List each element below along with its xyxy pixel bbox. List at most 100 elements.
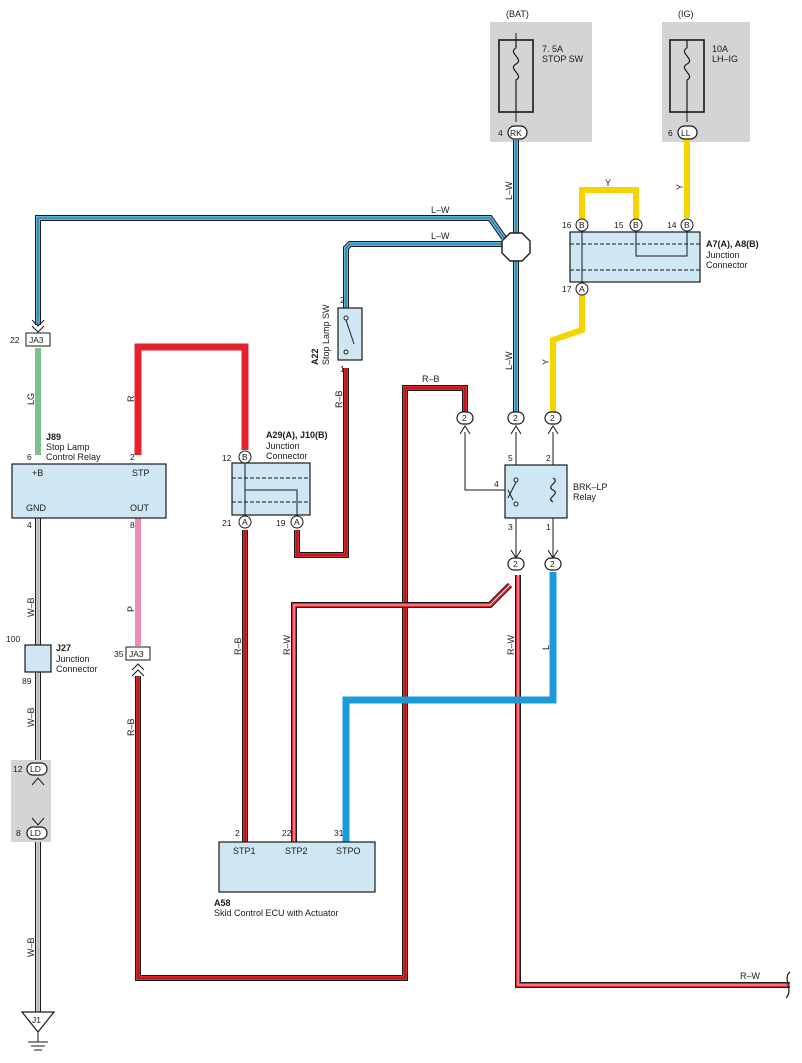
a22-pin2: 2 — [340, 295, 345, 305]
fuse-icon — [512, 40, 520, 112]
label-lg: LG — [26, 393, 36, 405]
a58-name: Skid Control ECU with Actuator — [214, 908, 339, 918]
stop-lamp-control-relay-j89: +B STP GND OUT 6 2 4 8 J89 Stop Lamp Con… — [11, 432, 167, 530]
svg-text:B: B — [684, 220, 690, 230]
svg-text:2: 2 — [550, 559, 555, 569]
svg-text:A: A — [294, 517, 300, 527]
wire-rw — [291, 575, 790, 988]
a58-id: A58 — [214, 898, 231, 908]
svg-text:A: A — [579, 284, 585, 294]
fuse-icon — [683, 40, 691, 112]
relay-pin1: 1 — [546, 522, 551, 532]
label-rb-4: R–B — [126, 718, 136, 736]
j89-pin2: 2 — [130, 452, 135, 462]
a29-pin21: 21 — [222, 518, 232, 528]
bat-fuse-name: STOP SW — [542, 54, 584, 64]
label-l: L — [541, 645, 551, 650]
wire-r — [134, 343, 249, 455]
svg-text:8: 8 — [16, 828, 21, 838]
j89-pin4: 4 — [27, 520, 32, 530]
ground-id: J1 — [32, 1015, 41, 1025]
svg-text:JA3: JA3 — [29, 335, 44, 345]
a58-term-stpo: STPO — [336, 846, 361, 856]
label-rw-2: R–W — [506, 634, 516, 655]
a29-pins: B A A — [238, 450, 304, 529]
svg-text:35: 35 — [114, 649, 124, 659]
ig-fuse-block: (IG) 10A LH–IG — [662, 9, 750, 142]
svg-text:LD: LD — [30, 764, 41, 774]
break-mark — [785, 971, 791, 999]
relay-pin5: 5 — [508, 453, 513, 463]
wire-labels: L–W L–W L–W L–W Y Y Y LG R R–B R–B R–B R… — [26, 178, 761, 981]
relay-name1: BRK–LP — [573, 482, 608, 492]
svg-text:6: 6 — [668, 128, 673, 138]
ig-label: (IG) — [678, 9, 694, 19]
bat-fuse-amp: 7. 5A — [542, 44, 563, 54]
bat-fuse-block: (BAT) 7. 5A STOP SW — [490, 9, 592, 142]
wire-y-ig — [550, 140, 690, 470]
a22-id: A22 — [310, 348, 320, 365]
label-wb-2: W–B — [26, 707, 36, 727]
stop-lamp-switch-a22: 2 1 A22 Stop Lamp SW — [310, 295, 363, 374]
svg-text:LL: LL — [681, 128, 691, 138]
conn-ja3-top: JA3 22 — [10, 319, 51, 347]
j89-term-stp: STP — [132, 468, 150, 478]
conn-ja3-bot: JA3 35 — [114, 646, 151, 677]
label-rw-3: R–W — [740, 971, 761, 981]
j89-term-b: +B — [32, 468, 43, 478]
a58-pin31: 31 — [334, 828, 344, 838]
junction-connector-a7: A7(A), A8(B) Junction Connector — [569, 231, 759, 283]
relay-name2: Relay — [573, 492, 597, 502]
label-rb-3: R–B — [233, 637, 243, 655]
label-y-1: Y — [605, 178, 611, 188]
svg-text:15: 15 — [614, 220, 624, 230]
svg-text:2: 2 — [513, 559, 518, 569]
svg-text:14: 14 — [667, 220, 677, 230]
j89-term-out: OUT — [130, 503, 150, 513]
conn-rk: RK 4 — [498, 125, 528, 140]
coil-icon — [550, 477, 556, 503]
label-r: R — [126, 395, 136, 402]
svg-text:B: B — [633, 220, 639, 230]
conn-2-top: 2 2 2 — [456, 411, 562, 435]
svg-text:B: B — [579, 220, 585, 230]
svg-text:LD: LD — [30, 828, 41, 838]
label-lw-2: L–W — [431, 231, 450, 241]
j27-name2: Connector — [56, 664, 98, 674]
conn-ll: LL 6 — [668, 125, 698, 140]
a29-pin12: 12 — [222, 453, 232, 463]
a7-id: A7(A), A8(B) — [706, 239, 759, 249]
j89-term-gnd: GND — [26, 503, 47, 513]
a58-term-stp2: STP2 — [285, 846, 308, 856]
a22-pin1: 1 — [340, 364, 345, 374]
junction-connector-a29: A29(A), J10(B) Junction Connector 12 21 … — [222, 430, 328, 528]
label-rb-2: R–B — [334, 390, 344, 408]
ground-icon — [28, 1032, 48, 1051]
svg-text:16: 16 — [562, 220, 572, 230]
junction-connector-j27: J27 Junction Connector 100 89 — [6, 634, 98, 686]
svg-text:RK: RK — [510, 128, 522, 138]
j27-id: J27 — [56, 643, 71, 653]
label-p: P — [126, 606, 136, 612]
a58-pin22: 22 — [282, 828, 292, 838]
j89-pin6: 6 — [27, 452, 32, 462]
j89-pin8: 8 — [130, 520, 135, 530]
a58-term-stp1: STP1 — [233, 846, 256, 856]
label-lw-1: L–W — [431, 205, 450, 215]
svg-text:2: 2 — [550, 413, 555, 423]
relay-pin4: 4 — [494, 479, 499, 489]
ig-fuse-amp: 10A — [712, 44, 728, 54]
a58-pin2: 2 — [235, 828, 240, 838]
svg-text:22: 22 — [10, 335, 20, 345]
svg-text:4: 4 — [498, 128, 503, 138]
a7-pins: B 16 B 15 B 14 A 17 — [562, 218, 694, 296]
ground-j1: J1 — [20, 1011, 56, 1051]
label-lw-4: L–W — [504, 351, 514, 370]
brk-lp-relay: BRK–LP Relay 5 2 4 3 1 — [494, 453, 608, 532]
svg-text:A: A — [242, 517, 248, 527]
j27-name1: Junction — [56, 654, 90, 664]
conn-ld: LD 12 LD 8 — [13, 762, 48, 840]
j89-name2: Control Relay — [46, 452, 101, 462]
skid-control-ecu-a58: STP1 STP2 STPO 2 22 31 A58 Skid Control … — [214, 828, 376, 918]
